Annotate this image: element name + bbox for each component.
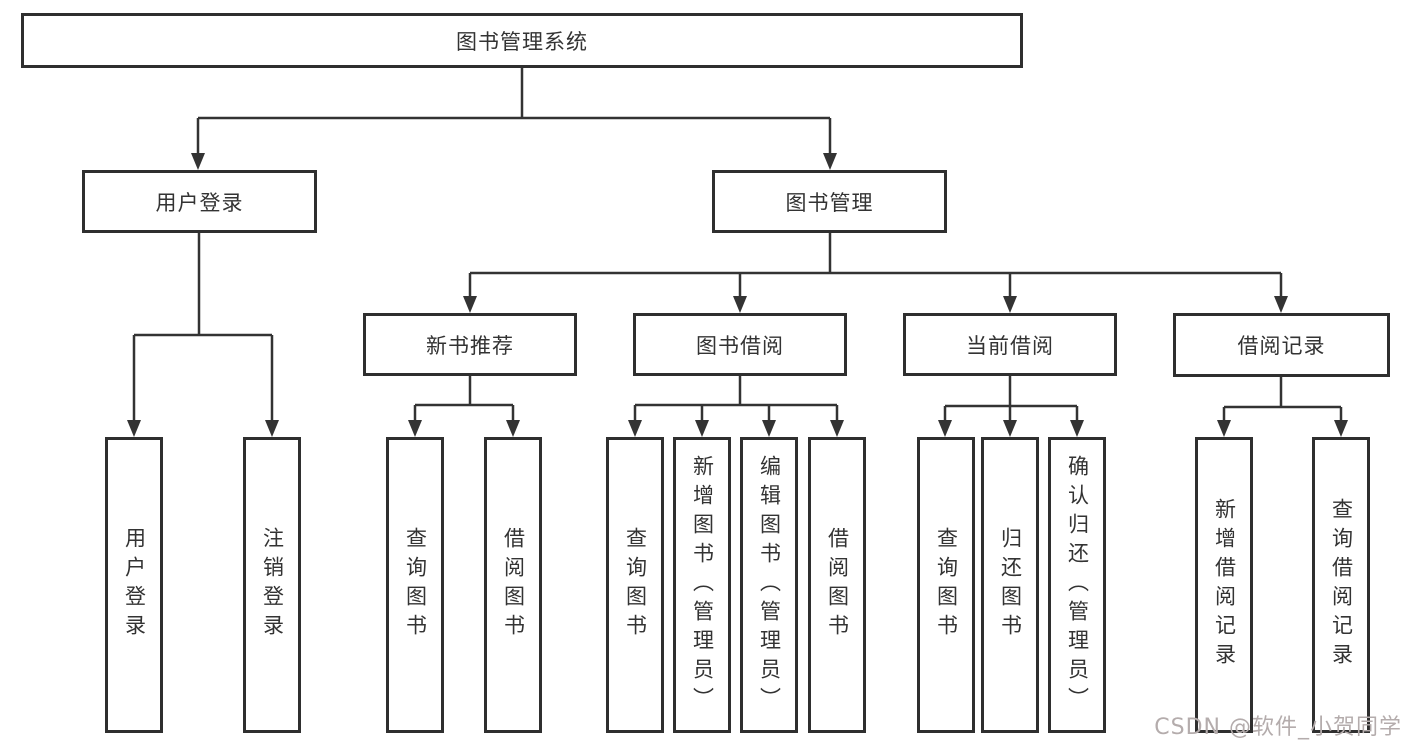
node-book-management-label: 图书管理 [785, 190, 874, 215]
leaf-query-books-recommend: 查询图书 [386, 437, 444, 733]
leaf-confirm-return-admin-label: 确认归还（管理员） [1065, 454, 1090, 716]
leaf-return-books-label: 归还图书 [998, 527, 1023, 643]
leaf-query-borrow-record-label: 查询借阅记录 [1329, 498, 1354, 672]
leaf-borrow-books-borrowing: 借阅图书 [808, 437, 866, 733]
node-new-book-recommend-label: 新书推荐 [426, 333, 514, 358]
arrowheads [127, 153, 1348, 437]
leaf-add-book-admin: 新增图书（管理员） [673, 437, 731, 733]
leaf-add-book-admin-label: 新增图书（管理员） [690, 454, 715, 716]
leaf-return-books: 归还图书 [981, 437, 1039, 733]
leaf-user-login-label: 用户登录 [122, 527, 147, 643]
leaf-edit-book-admin: 编辑图书（管理员） [740, 437, 798, 733]
node-user-login-label: 用户登录 [155, 190, 244, 215]
leaf-edit-book-admin-label: 编辑图书（管理员） [757, 454, 782, 716]
csdn-watermark: CSDN @软件_小贺同学 [1154, 715, 1402, 740]
leaf-logout-label: 注销登录 [260, 527, 285, 643]
node-book-management: 图书管理 [712, 170, 947, 233]
leaf-borrow-books-recommend: 借阅图书 [484, 437, 542, 733]
leaf-user-login: 用户登录 [105, 437, 163, 733]
connector-root [132, 68, 1343, 422]
leaf-query-books-borrowing-label: 查询图书 [623, 527, 648, 643]
node-root-label: 图书管理系统 [456, 29, 588, 54]
leaf-query-books-recommend-label: 查询图书 [403, 527, 428, 643]
leaf-query-books-current-label: 查询图书 [934, 527, 959, 643]
node-current-borrowing-label: 当前借阅 [966, 333, 1054, 358]
node-user-login: 用户登录 [82, 170, 317, 233]
node-book-borrowing-label: 图书借阅 [696, 333, 784, 358]
node-current-borrowing: 当前借阅 [903, 313, 1117, 376]
node-book-borrowing: 图书借阅 [633, 313, 847, 376]
node-new-book-recommend: 新书推荐 [363, 313, 577, 376]
leaf-confirm-return-admin: 确认归还（管理员） [1048, 437, 1106, 733]
leaf-query-books-borrowing: 查询图书 [606, 437, 664, 733]
leaf-borrow-books-recommend-label: 借阅图书 [501, 527, 526, 643]
leaf-logout: 注销登录 [243, 437, 301, 733]
leaf-query-borrow-record: 查询借阅记录 [1312, 437, 1370, 733]
leaf-query-books-current: 查询图书 [917, 437, 975, 733]
node-root: 图书管理系统 [21, 13, 1023, 68]
leaf-add-borrow-record: 新增借阅记录 [1195, 437, 1253, 733]
leaf-borrow-books-borrowing-label: 借阅图书 [825, 527, 850, 643]
leaf-add-borrow-record-label: 新增借阅记录 [1212, 498, 1237, 672]
node-borrow-records-label: 借阅记录 [1237, 334, 1326, 358]
node-borrow-records: 借阅记录 [1173, 313, 1390, 377]
